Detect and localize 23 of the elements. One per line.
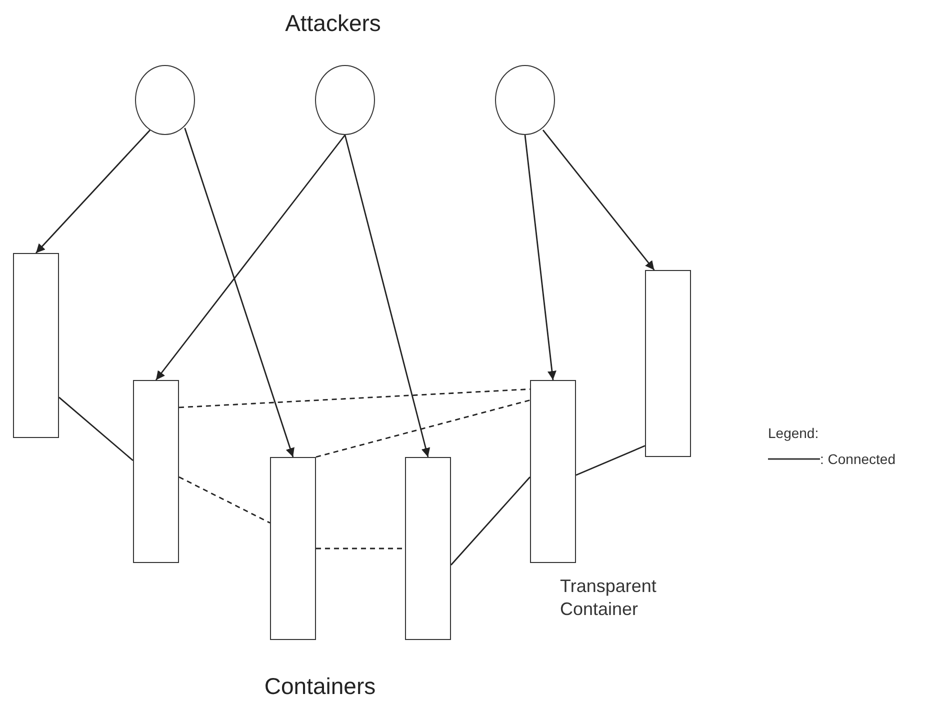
container-box [645,270,691,457]
arrow [35,130,151,254]
connection-line [58,396,134,462]
connection-line [450,476,531,566]
container-box [270,457,316,640]
arrow [524,134,556,380]
dashed-line [316,548,405,550]
arrow [155,134,346,380]
node-caption: Transparent Container [560,575,658,620]
container-box [405,457,451,640]
legend-text: : Connected [820,451,896,467]
group-heading: Attackers [285,10,381,37]
group-heading: Containers [264,673,376,700]
connection-line [576,445,646,476]
container-box [530,380,576,563]
arrow [184,128,294,458]
arrow [344,134,430,458]
legend-title: Legend: [768,425,819,441]
container-box [133,380,179,563]
arrow [542,130,655,270]
dashed-line [178,476,270,524]
dashed-line [316,399,530,458]
container-box [13,253,59,438]
